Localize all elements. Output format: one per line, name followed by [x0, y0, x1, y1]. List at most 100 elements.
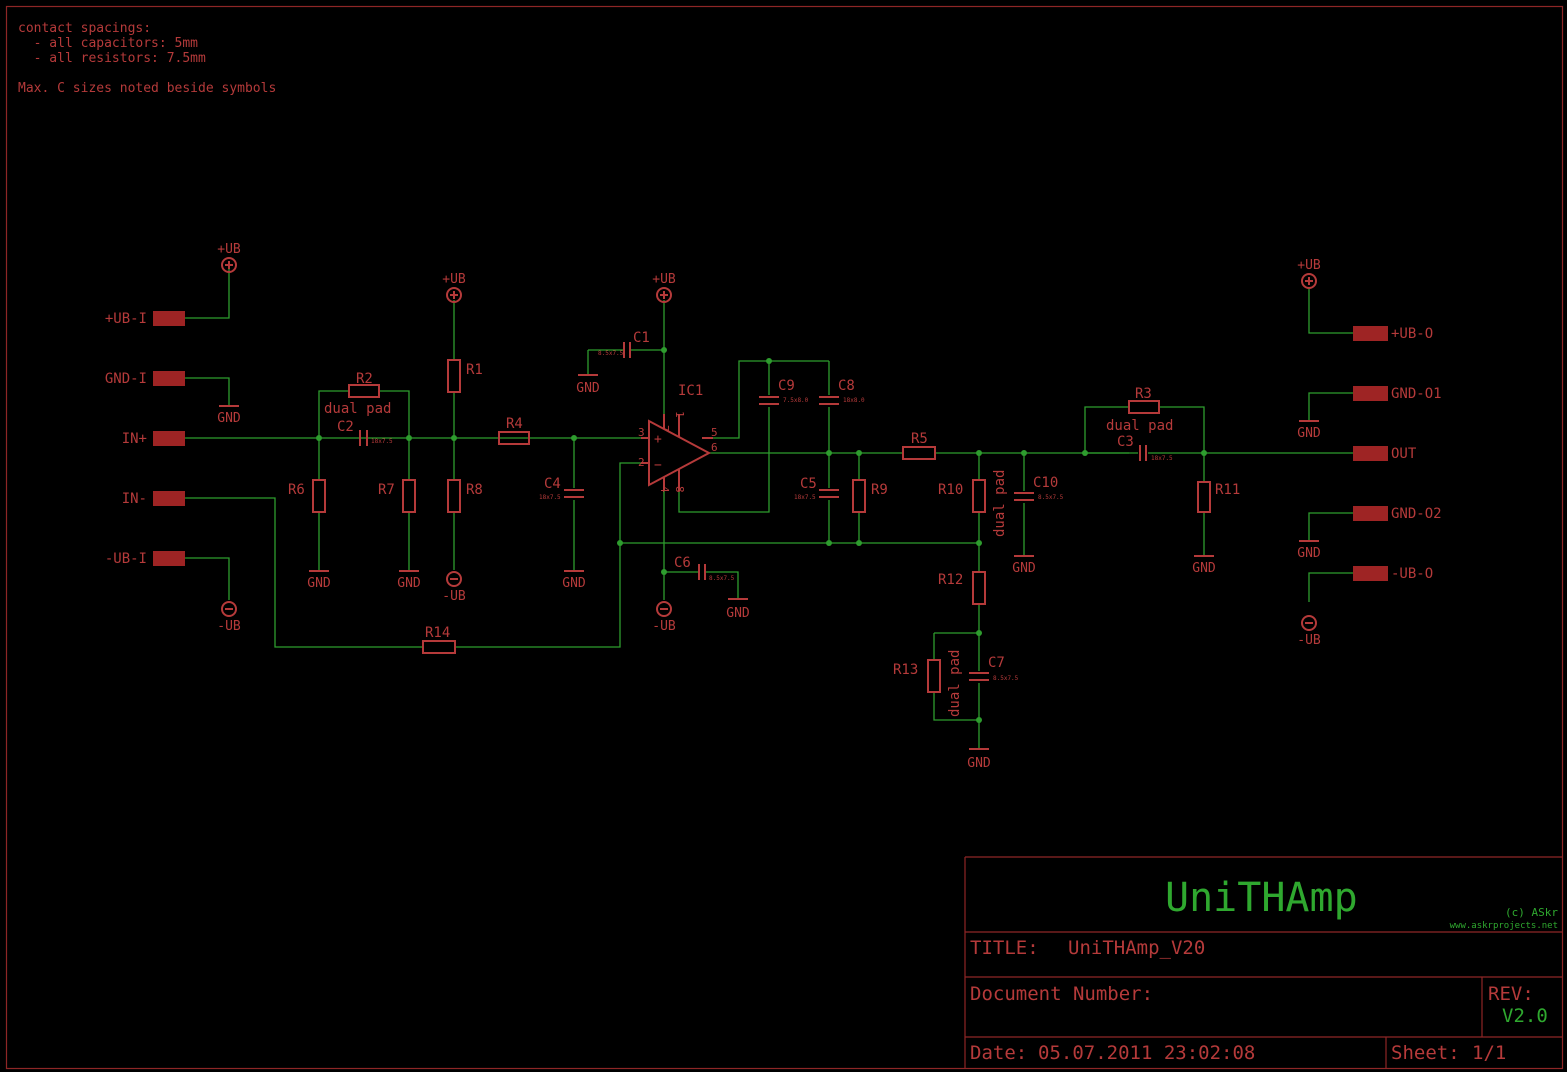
svg-text:−: −: [654, 458, 662, 473]
svg-text:7.5x8.0: 7.5x8.0: [783, 397, 809, 404]
pin-label: 6: [711, 441, 718, 454]
capacitor-c10: C10 8.5x7.5: [1014, 475, 1064, 501]
date-label: Date:: [970, 1042, 1027, 1064]
connector-label: IN-: [122, 491, 147, 507]
opamp-ic1: IC1 + − 3 2 5 6 7 1 4 8: [638, 383, 718, 493]
pin-label: 8: [673, 486, 686, 493]
title-value: UniTHAmp_V20: [1068, 937, 1205, 959]
dual-pad-label: dual pad: [947, 650, 963, 717]
svg-text:+UB: +UB: [1297, 258, 1321, 273]
pad-gnd-o1[interactable]: [1353, 386, 1388, 401]
svg-text:R12: R12: [938, 572, 963, 588]
supply-neg-symbols: -UB -UB -UB -UB: [217, 571, 1321, 648]
ground-icon: GND: [576, 374, 600, 396]
resistor-r7: R7: [378, 479, 416, 513]
connector-label: OUT: [1391, 446, 1417, 462]
svg-text:C5: C5: [800, 476, 817, 492]
ground-icon: GND: [1192, 555, 1216, 576]
pad-ub-i[interactable]: [153, 311, 185, 326]
connector-label: +UB-I: [105, 311, 147, 327]
resistor-r13: R13: [893, 659, 941, 693]
connector-label: IN+: [122, 431, 147, 447]
resistor-r3: R3: [1128, 386, 1160, 414]
pin-label: 7: [658, 425, 671, 432]
svg-text:-UB: -UB: [652, 619, 676, 634]
pad-mub-o[interactable]: [1353, 566, 1388, 581]
supply-pos-symbols: +UB +UB +UB +UB: [217, 242, 1321, 303]
svg-text:18x7.5: 18x7.5: [794, 494, 816, 501]
svg-text:+UB: +UB: [217, 242, 241, 257]
svg-text:C6: C6: [674, 555, 691, 571]
svg-text:18x7.5: 18x7.5: [371, 438, 393, 445]
ground-symbols: GND GND GND GND GND GND GND GND GND GND …: [217, 374, 1321, 771]
pad-in-minus[interactable]: [153, 491, 185, 506]
pad-ub-o[interactable]: [1353, 326, 1388, 341]
pad-gnd-o2[interactable]: [1353, 506, 1388, 521]
title-block: UniTHAmp (c) ASkr www.askrprojects.net T…: [964, 856, 1562, 1068]
svg-text:R11: R11: [1215, 482, 1240, 498]
dual-pad-labels: dual pad dual pad dual pad dual pad: [324, 401, 1173, 717]
pin-label: 4: [658, 486, 671, 493]
svg-text:GND: GND: [397, 576, 421, 591]
resistor-r8: R8: [447, 479, 483, 513]
svg-text:R5: R5: [911, 431, 928, 447]
svg-text:+: +: [654, 432, 662, 447]
plus-ub-icon: +UB: [652, 272, 676, 303]
rev-label: REV:: [1488, 983, 1534, 1005]
copyright: (c) ASkr: [1505, 906, 1558, 919]
svg-text:GND: GND: [967, 756, 991, 771]
ground-icon: GND: [217, 405, 241, 426]
dual-pad-label: dual pad: [1106, 418, 1173, 434]
ground-icon: GND: [726, 598, 750, 621]
svg-text:+UB: +UB: [652, 272, 676, 287]
capacitor-c8: C8 18x8.0: [819, 378, 865, 405]
svg-text:GND: GND: [1012, 561, 1036, 576]
pad-mub-i[interactable]: [153, 551, 185, 566]
svg-text:R1: R1: [466, 362, 483, 378]
title-label: TITLE:: [970, 937, 1039, 959]
note-line: - all capacitors: 5mm: [18, 36, 198, 51]
svg-text:R8: R8: [466, 482, 483, 498]
pin-label: 1: [673, 411, 686, 418]
date-value: 05.07.2011 23:02:08: [1038, 1042, 1255, 1064]
connector-label: -UB-O: [1391, 566, 1433, 582]
dual-pad-label: dual pad: [992, 470, 1008, 537]
pad-gnd-i[interactable]: [153, 371, 185, 386]
resistor-r4: R4: [498, 416, 530, 445]
ground-icon: GND: [967, 748, 991, 771]
capacitors: C1 8.5x7.5 C2 18x7.5 C3 18x7.5 C6 8.5x7.…: [337, 330, 1173, 682]
pad-out[interactable]: [1353, 446, 1388, 461]
svg-text:C3: C3: [1117, 434, 1134, 450]
capacitor-c5: C5 18x7.5: [794, 476, 839, 501]
junctions: [316, 347, 1207, 723]
ground-icon: GND: [1297, 420, 1321, 441]
svg-text:R14: R14: [425, 625, 450, 641]
ground-icon: GND: [562, 570, 586, 591]
resistors: R2 R4 R14 R5 R3 R1 R6 R7 R8 R9 R10 R11 R…: [288, 359, 1240, 693]
connector-label: +UB-O: [1391, 326, 1433, 342]
pin-label: 2: [638, 456, 645, 469]
capacitor-c3: C3 18x7.5: [1117, 434, 1173, 462]
pad-in-plus[interactable]: [153, 431, 185, 446]
svg-text:18x8.0: 18x8.0: [843, 397, 865, 404]
input-connectors: +UB-I GND-I IN+ IN- -UB-I: [105, 311, 185, 567]
svg-text:+UB: +UB: [442, 272, 466, 287]
capacitor-c9: C9 7.5x8.0: [759, 378, 809, 405]
minus-ub-icon: -UB: [442, 571, 466, 604]
svg-text:8.5x7.5: 8.5x7.5: [993, 675, 1019, 682]
ground-icon: GND: [1012, 555, 1036, 576]
plus-ub-icon: +UB: [442, 272, 466, 303]
svg-text:R6: R6: [288, 482, 305, 498]
pin-label: 3: [638, 426, 645, 439]
ground-icon: GND: [307, 570, 331, 591]
resistor-r6: R6: [288, 479, 326, 513]
svg-text:C2: C2: [337, 419, 354, 435]
note-line: Max. C sizes noted beside symbols: [18, 81, 276, 96]
svg-text:18x7.5: 18x7.5: [1151, 455, 1173, 462]
svg-text:GND: GND: [1297, 426, 1321, 441]
svg-text:R4: R4: [506, 416, 523, 432]
svg-text:18x7.5: 18x7.5: [539, 494, 561, 501]
svg-text:R13: R13: [893, 662, 918, 678]
svg-text:C7: C7: [988, 655, 1005, 671]
